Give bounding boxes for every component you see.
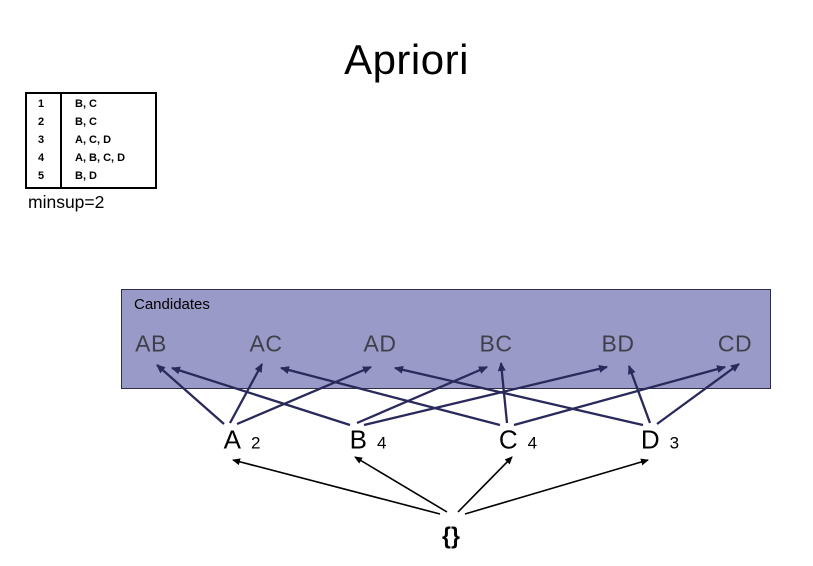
edge-empty-to-item: [232, 458, 441, 515]
itemset-label: C: [498, 424, 518, 455]
transaction-id: 3: [38, 133, 45, 146]
itemset-label: A: [223, 424, 241, 455]
candidates-box: Candidates: [121, 289, 771, 389]
candidates-title: Candidates: [134, 296, 210, 313]
edge-empty-to-item: [354, 456, 448, 513]
page-title: Apriori: [344, 36, 469, 83]
table-row: 5 B, D: [27, 170, 155, 183]
table-row: 1 B, C: [27, 98, 155, 111]
table-row: 3 A, C, D: [27, 134, 155, 147]
transaction-items: B, D: [75, 169, 97, 182]
support-count: 4: [376, 433, 387, 453]
transaction-items: A, B, C, D: [75, 151, 126, 164]
edge-empty-to-item: [457, 456, 513, 513]
edge-empty-to-item: [464, 458, 649, 515]
transaction-items: B, C: [75, 98, 97, 111]
support-count: 2: [250, 433, 261, 453]
table-column-divider: [60, 94, 62, 187]
transaction-id: 2: [38, 116, 45, 129]
support-count: 3: [669, 433, 680, 453]
transaction-id: 5: [38, 169, 45, 182]
transaction-items: A, C, D: [75, 133, 112, 146]
table-row: 4 A, B, C, D: [27, 152, 155, 165]
itemset-label: D: [640, 424, 660, 455]
transaction-items: B, C: [75, 116, 97, 129]
transactions-table: 1 B, C 2 B, C 3 A, C, D 4 A, B, C, D 5 B, D: [25, 92, 157, 189]
transaction-id: 1: [38, 98, 45, 111]
table-row: 2 B, C: [27, 116, 155, 129]
transaction-id: 4: [38, 151, 45, 164]
minsup-label: minsup=2: [28, 192, 105, 212]
itemset-label: B: [349, 424, 367, 455]
support-count: 4: [527, 433, 538, 453]
empty-set-node: {}: [442, 522, 460, 549]
